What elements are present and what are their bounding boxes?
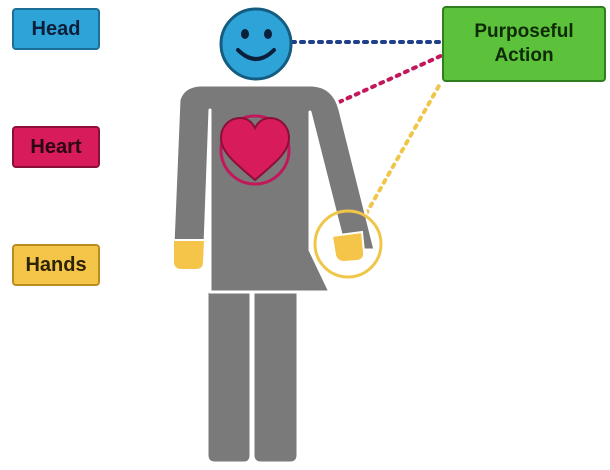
left-eye — [241, 29, 249, 39]
right-leg — [251, 283, 300, 465]
heart-label: Heart — [12, 126, 100, 168]
right-eye — [264, 29, 272, 39]
action-line-2: Action — [494, 45, 554, 66]
left-leg — [205, 283, 253, 465]
left-hand — [172, 239, 207, 271]
head-label: Head — [12, 8, 100, 50]
heart-highlight-circle — [219, 114, 291, 186]
smile — [236, 48, 276, 61]
hands-connector — [364, 82, 442, 216]
right-hand — [330, 230, 366, 264]
purposeful-action-box: Purposeful Action — [442, 6, 606, 82]
hand-highlight-circle — [313, 209, 383, 279]
action-line-1: Purposeful — [474, 21, 574, 43]
smiley-face-icon — [219, 7, 293, 81]
heart-icon — [219, 116, 291, 182]
hands-label: Hands — [12, 244, 100, 286]
